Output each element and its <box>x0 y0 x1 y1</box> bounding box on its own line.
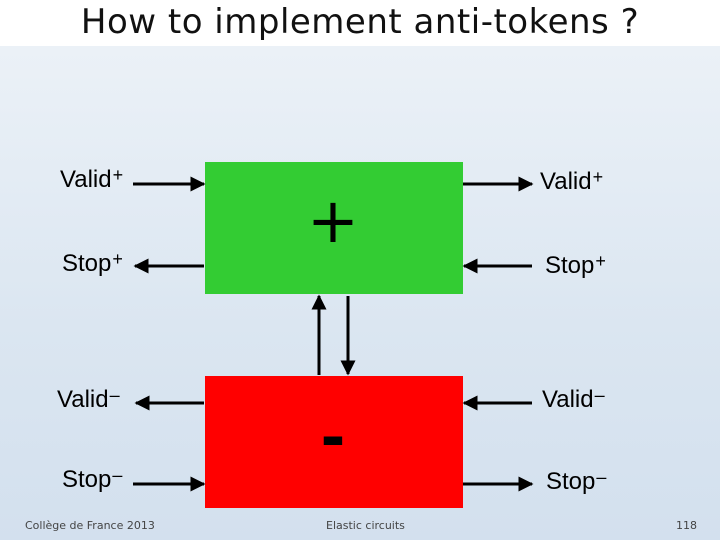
label-sup: + <box>112 165 124 185</box>
label-stop-minus-in: Stop– <box>62 465 123 495</box>
footer-center: Elastic circuits <box>326 519 405 532</box>
label-base: Valid <box>542 386 594 413</box>
label-sup: + <box>595 251 606 271</box>
label-base: Stop <box>62 250 112 277</box>
minus-symbol: - <box>320 403 346 473</box>
label-valid-plus-out: Valid+ <box>540 167 604 197</box>
label-stop-plus-in: Stop+ <box>545 251 606 281</box>
label-sup: – <box>109 385 120 405</box>
label-base: Stop <box>62 466 112 493</box>
label-sup: – <box>594 385 605 405</box>
label-base: Stop <box>545 252 595 279</box>
label-valid-plus-in: Valid+ <box>60 165 124 195</box>
minus-block <box>205 376 463 508</box>
label-base: Valid <box>540 168 592 195</box>
footer-page-number: 118 <box>676 519 697 532</box>
plus-symbol: + <box>307 184 359 257</box>
label-base: Valid <box>60 166 112 193</box>
label-stop-plus-out: Stop+ <box>62 249 123 279</box>
label-base: Valid <box>57 386 109 413</box>
label-valid-minus-out: Valid– <box>57 385 120 415</box>
label-sup: + <box>592 167 604 187</box>
label-base: Stop <box>546 468 596 495</box>
label-valid-minus-in: Valid– <box>542 385 605 415</box>
slide-title: How to implement anti-tokens ? <box>80 2 640 42</box>
label-sup: + <box>112 249 123 269</box>
title-band <box>0 0 720 46</box>
footer-left: Collège de France 2013 <box>25 519 155 532</box>
label-sup: – <box>596 467 607 487</box>
label-sup: – <box>112 465 123 485</box>
plus-block <box>205 162 463 294</box>
label-stop-minus-out: Stop– <box>546 467 607 497</box>
